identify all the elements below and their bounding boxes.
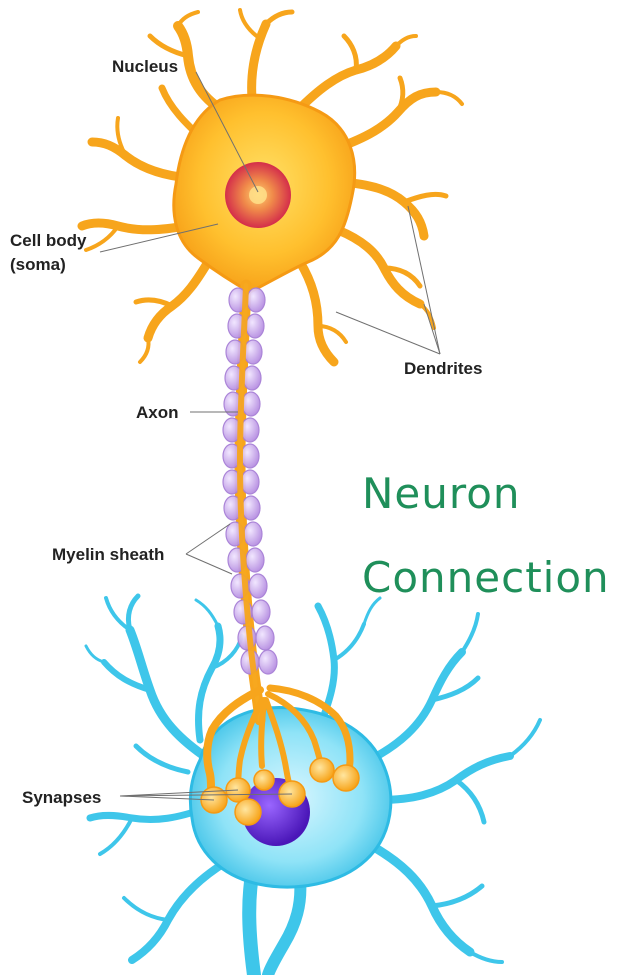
label-cell-body: Cell body	[10, 231, 87, 250]
myelin-segment	[246, 314, 264, 338]
label-dendrites: Dendrites	[404, 359, 482, 378]
myelin-segment	[242, 392, 260, 416]
myelin-segment	[249, 574, 267, 598]
label-synapses: Synapses	[22, 788, 101, 807]
title-line-2: Connection	[362, 553, 610, 602]
title-line-1: Neuron	[362, 469, 521, 518]
myelin-segment	[243, 366, 261, 390]
myelin-segment	[242, 496, 260, 520]
synaptic-bulb	[235, 799, 261, 825]
myelin-segment	[246, 548, 264, 572]
myelin-segment	[241, 470, 259, 494]
myelin-segment	[247, 288, 265, 312]
synaptic-bulb	[310, 758, 334, 782]
label-nucleus: Nucleus	[112, 57, 178, 76]
title: Neuron Connection	[362, 469, 610, 602]
myelin-segment	[259, 650, 277, 674]
receiving-neuron	[86, 596, 540, 975]
label-axon: Axon	[136, 403, 179, 422]
myelin-segment	[244, 522, 262, 546]
myelin-segment	[252, 600, 270, 624]
synaptic-bulb	[333, 765, 359, 791]
nucleolus	[249, 186, 267, 204]
myelin-segment	[241, 418, 259, 442]
myelin-segment	[256, 626, 274, 650]
myelin-segment	[241, 444, 259, 468]
label-soma: (soma)	[10, 255, 66, 274]
label-myelin-sheath: Myelin sheath	[52, 545, 164, 564]
myelin-segment	[244, 340, 262, 364]
synaptic-bulb	[254, 770, 274, 790]
